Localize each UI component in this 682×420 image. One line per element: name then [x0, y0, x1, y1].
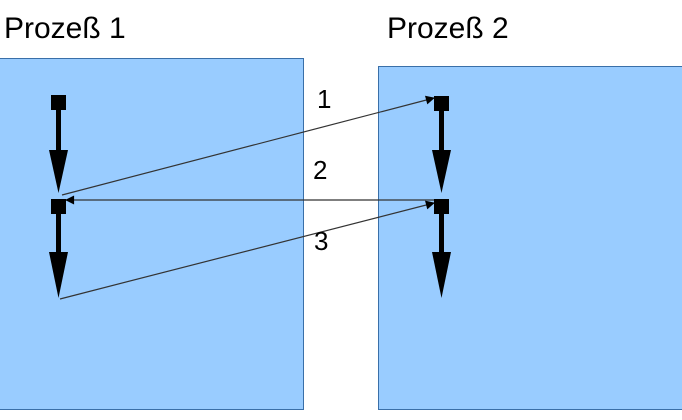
- process-2-box: [378, 66, 682, 410]
- process-1-arrowhead-1: [49, 150, 68, 193]
- message-1-line: [61, 95, 435, 196]
- process-1-timeline: [49, 95, 68, 298]
- process-2-event-2: [434, 199, 449, 214]
- message-3-line: [59, 200, 435, 300]
- process-2-timeline: [432, 96, 451, 298]
- process-1-arrowhead-2: [49, 252, 68, 298]
- message-1-label: 1: [317, 84, 332, 114]
- process-2-arrowhead-2: [432, 252, 451, 298]
- message-3-label: 3: [314, 226, 329, 256]
- process-2-event-1: [434, 96, 449, 111]
- message-2-label: 2: [313, 155, 328, 185]
- process-1-box: [0, 58, 304, 410]
- process-1-event-start: [51, 95, 66, 110]
- process-1-title: Prozeß 1: [4, 12, 126, 45]
- process-1-event-2: [51, 199, 66, 214]
- process-2-arrowhead-1: [432, 150, 451, 193]
- process-2-title: Prozeß 2: [387, 12, 509, 45]
